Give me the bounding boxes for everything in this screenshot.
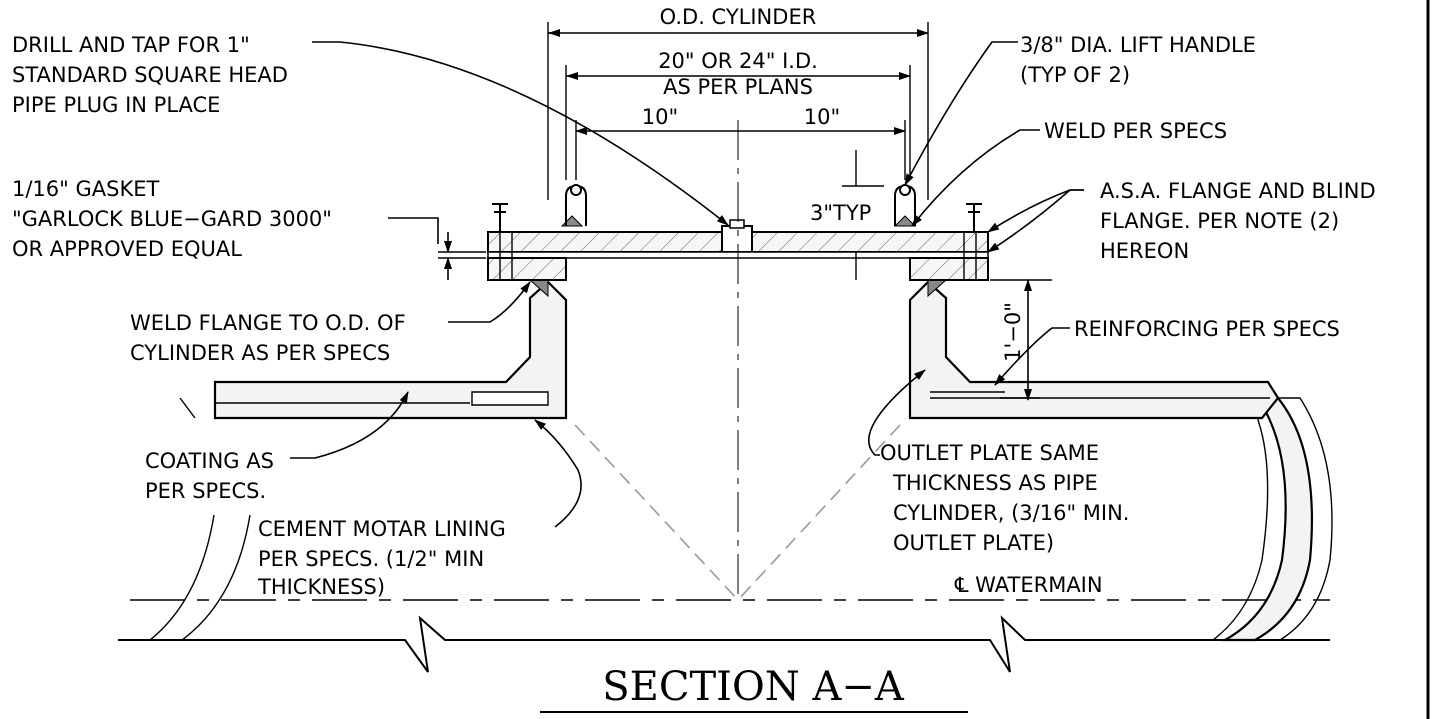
gasket-dimension: [438, 232, 486, 280]
outlet-plate-note-line3: CYLINDER, (3/16" MIN.: [893, 501, 1130, 525]
lift-handle-note-line2: (TYP OF 2): [1020, 63, 1130, 87]
outlet-plate-note-line4: OUTLET PLATE): [893, 531, 1054, 555]
weld-flange-note-line1: WELD FLANGE TO O.D. OF: [130, 311, 406, 335]
typ-dim-label: 3"TYP: [810, 201, 871, 225]
gasket-note-line3: OR APPROVED EQUAL: [12, 237, 242, 261]
drill-note-line1: DRILL AND TAP FOR 1": [12, 33, 250, 57]
left-half-dim-label: 10": [642, 105, 678, 129]
outlet-plate-note-line1: OUTLET PLATE SAME: [880, 441, 1099, 465]
height-dim-label: 1'−0": [1001, 302, 1025, 362]
od-dimension: [547, 22, 929, 200]
hidden-lines: [574, 424, 901, 601]
coating-note-line2: PER SPECS.: [145, 479, 266, 503]
weld-specs-note: WELD PER SPECS: [1044, 119, 1227, 143]
right-pipe-outline: [1212, 380, 1333, 642]
id-label-line2: AS PER PLANS: [663, 75, 813, 99]
lift-handle-left-icon: [565, 184, 587, 226]
od-cylinder-label: O.D. CYLINDER: [660, 5, 817, 29]
coating-note-line1: COATING AS: [145, 449, 274, 473]
bolt-right-icon: [966, 203, 982, 232]
lining-note-line3: THICKNESS): [257, 575, 385, 599]
watermain-label: ℄ WATERMAIN: [954, 573, 1103, 597]
leader-lines: [290, 41, 1084, 528]
weld-flange-note-line2: CYLINDER AS PER SPECS: [130, 341, 390, 365]
id-dimension: [565, 65, 911, 180]
asa-flange-note-line2: FLANGE. PER NOTE (2): [1100, 209, 1339, 233]
right-half-dim-label: 10": [804, 105, 840, 129]
asa-flange-note-line3: HEREON: [1100, 239, 1189, 263]
drill-note-line2: STANDARD SQUARE HEAD: [12, 63, 288, 87]
lift-handle-note-line1: 3/8" DIA. LIFT HANDLE: [1020, 33, 1256, 57]
section-title: SECTION A−A: [602, 664, 905, 710]
reinforcing-note: REINFORCING PER SPECS: [1074, 317, 1340, 341]
typ-dimension: [842, 150, 884, 280]
left-pipe-outline: [149, 397, 251, 641]
asa-flange-note-line1: A.S.A. FLANGE AND BLIND: [1100, 179, 1376, 203]
gasket-note-line2: "GARLOCK BLUE−GARD 3000": [12, 207, 332, 231]
lining-note-line2: PER SPECS. (1/2" MIN: [258, 547, 484, 571]
half-dimensions: [575, 120, 906, 180]
asa-flanges: [487, 232, 989, 281]
drill-note-line3: PIPE PLUG IN PLACE: [12, 93, 220, 117]
pipe-bottom-break-line: [118, 615, 1330, 673]
gasket-note-line1: 1/16" GASKET: [12, 177, 160, 201]
right-pipe-wall: [908, 280, 1280, 420]
bolt-left-icon: [492, 203, 508, 232]
lining-note-line1: CEMENT MOTAR LINING: [258, 517, 506, 541]
id-label-line1: 20" OR 24" I.D.: [658, 49, 818, 73]
outlet-plate-note-line2: THICKNESS AS PIPE: [892, 471, 1098, 495]
